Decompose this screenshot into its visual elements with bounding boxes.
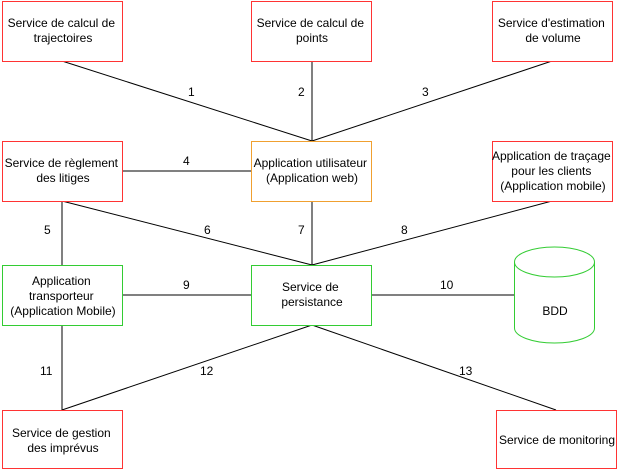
node-reglement-litiges-label: Service de règlement des litiges	[5, 156, 122, 185]
edge-11-label: 11	[40, 364, 53, 378]
node-estimation-volume	[492, 1, 613, 62]
edge-13-label: 13	[459, 364, 473, 378]
node-application-transporteur-label: Application transporteur (Application Mo…	[10, 274, 115, 318]
node-monitoring	[496, 410, 617, 469]
edge-8-label: 8	[401, 223, 408, 237]
edge-1-line	[61, 60, 313, 142]
node-monitoring-label: Service de monitoring	[499, 433, 615, 447]
node-application-transporteur	[2, 265, 123, 326]
edge-9-label: 9	[183, 278, 190, 292]
node-bdd	[514, 246, 595, 344]
edge-10-label: 10	[440, 278, 454, 292]
node-calcul-points-label: Service de calcul de points	[257, 16, 368, 45]
node-calcul-points	[251, 1, 372, 62]
edge-4-label: 4	[183, 154, 190, 168]
edge-3-line	[311, 60, 553, 142]
node-reglement-litiges	[2, 141, 123, 202]
edge-5-label: 5	[44, 223, 51, 237]
edge-1-label: 1	[188, 85, 195, 99]
node-service-persistance-label: Service de persistance	[281, 280, 343, 309]
node-service-persistance	[251, 265, 372, 326]
node-estimation-volume-label: Service d'estimation de volume	[498, 16, 608, 45]
edge-6-label: 6	[204, 223, 211, 237]
edge-12-label: 12	[200, 364, 214, 378]
connectors	[61, 60, 557, 411]
edge-8-line	[311, 200, 553, 266]
edge-13-line	[311, 324, 557, 411]
node-bdd-label: BDD	[542, 304, 568, 318]
node-application-tracage	[492, 141, 613, 202]
node-application-utilisateur	[251, 141, 372, 202]
node-labels: Service de calcul de trajectoires Servic…	[5, 16, 615, 455]
node-gestion-imprevus-label: Service de gestion des imprévus	[12, 426, 114, 455]
edge-3-label: 3	[422, 85, 429, 99]
node-application-utilisateur-label: Application utilisateur (Application web…	[254, 156, 371, 185]
edge-2-label: 2	[298, 85, 305, 99]
bdd-cylinder-top	[514, 246, 595, 278]
edge-6-line	[61, 200, 313, 266]
bdd-cylinder-body	[514, 262, 595, 344]
node-application-tracage-label: Application de traçage pour les clients …	[492, 149, 614, 193]
edge-7-label: 7	[298, 223, 305, 237]
node-gestion-imprevus	[2, 410, 123, 469]
node-calcul-trajectoires	[2, 1, 123, 62]
edge-labels: 1 2 3 4 5 6 7 8 9 10 11 12 13	[40, 85, 473, 378]
node-calcul-trajectoires-label: Service de calcul de trajectoires	[8, 16, 119, 45]
edge-12-line	[61, 324, 313, 411]
